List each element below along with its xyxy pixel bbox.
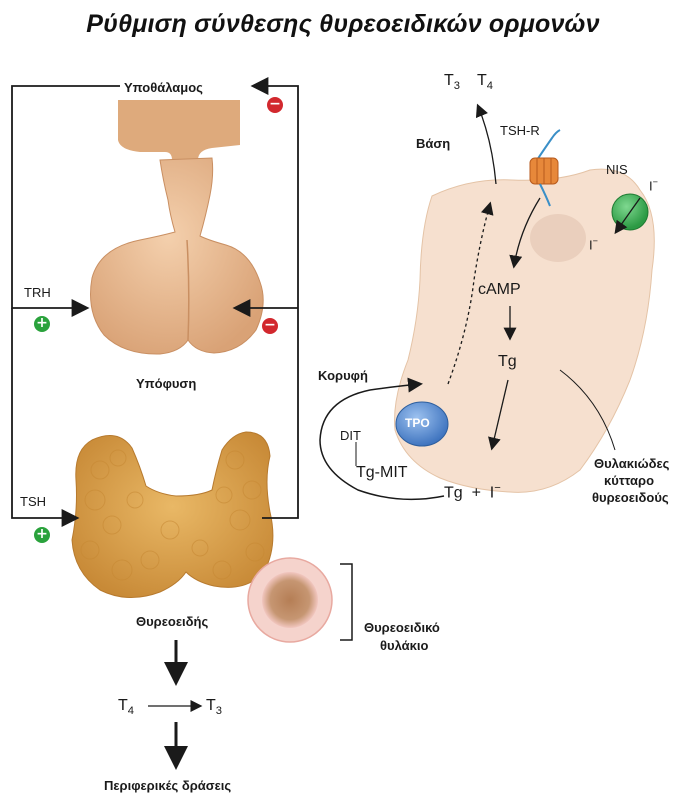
apex-label: Κορυφή bbox=[318, 368, 368, 383]
pituitary-label: Υπόφυση bbox=[136, 376, 196, 391]
nis-label: NIS bbox=[606, 162, 628, 177]
tsh-r-label: TSH-R bbox=[500, 123, 540, 138]
follicular-cell-label-3: θυρεοειδούς bbox=[592, 490, 669, 505]
camp-label: cAMP bbox=[478, 281, 521, 299]
follicular-cell-label: Θυλακιώδες bbox=[594, 456, 669, 471]
tsh-label: TSH bbox=[20, 494, 46, 509]
plus-icon: + bbox=[34, 527, 50, 543]
trh-label: TRH bbox=[24, 285, 51, 300]
tg-label: Tg bbox=[498, 353, 517, 371]
iodide-inside-label: I− bbox=[589, 236, 598, 252]
follicular-cell-label-2: κύτταρο bbox=[604, 473, 654, 488]
peripheral-actions-label: Περιφερικές δράσεις bbox=[104, 778, 231, 793]
minus-icon: − bbox=[262, 318, 278, 334]
t4-label: T4 bbox=[118, 697, 134, 717]
t3-output-label: T3 bbox=[444, 72, 460, 92]
tg-mit-label: Tg-MIT bbox=[356, 464, 408, 482]
minus-icon: − bbox=[267, 97, 283, 113]
base-label: Βάση bbox=[416, 136, 450, 151]
hypothalamus-label: Υποθάλαμος bbox=[124, 80, 203, 95]
follicle-label-2: θυλάκιο bbox=[380, 638, 428, 653]
thyroid-gland bbox=[72, 432, 273, 598]
iodide-outside-label: I− bbox=[649, 177, 658, 193]
tpo-label: TPO bbox=[405, 416, 430, 430]
plus-icon: + bbox=[34, 316, 50, 332]
t3-label: T3 bbox=[206, 697, 222, 717]
page-title: Ρύθμιση σύνθεσης θυρεοειδικών ορμονών bbox=[0, 10, 686, 39]
tg-plus-iodide-label: Tg + I− bbox=[444, 482, 501, 502]
thyroid-label: Θυρεοειδής bbox=[136, 614, 208, 629]
t4-output-label: T4 bbox=[477, 72, 493, 92]
dit-label: DIT bbox=[340, 428, 361, 443]
pituitary-gland bbox=[91, 158, 264, 354]
follicle-label: Θυρεοειδικό bbox=[364, 620, 440, 635]
